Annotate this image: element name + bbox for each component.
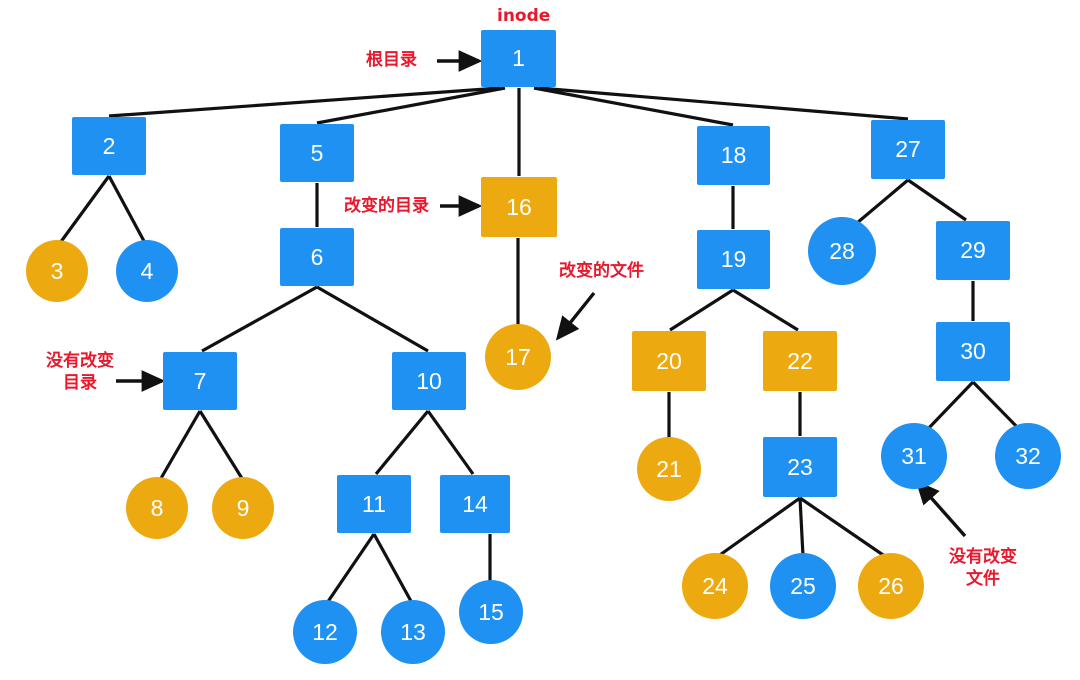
inode-node-25[interactable]: 25: [770, 553, 836, 619]
tree-edge-10-14: [426, 410, 475, 475]
tree-edge-30-32: [971, 380, 1024, 434]
tree-edge-6-7: [201, 285, 318, 353]
tree-edge-30-31: [923, 380, 975, 434]
inode-node-2[interactable]: 2: [72, 117, 146, 175]
inode-node-7[interactable]: 7: [163, 352, 237, 410]
inode-node-1[interactable]: 1: [481, 30, 556, 87]
inode-node-15[interactable]: 15: [459, 580, 523, 644]
inode-node-28[interactable]: 28: [808, 217, 876, 285]
inode-node-10[interactable]: 10: [392, 352, 466, 410]
inode-node-29[interactable]: 29: [936, 221, 1010, 280]
tree-edge-19-20: [669, 288, 734, 332]
inode-node-8[interactable]: 8: [126, 477, 188, 539]
inode-node-32[interactable]: 32: [995, 423, 1061, 489]
tree-edge-11-12: [325, 533, 376, 604]
tree-edge-7-8: [158, 410, 202, 481]
tree-edge-27-29: [907, 178, 967, 222]
tree-edge-1-5: [316, 86, 506, 125]
annotation-unchanged-file: 没有改变 文件: [949, 547, 1017, 589]
inode-node-4[interactable]: 4: [116, 240, 178, 302]
inode-node-24[interactable]: 24: [682, 553, 748, 619]
tree-edge-23-26: [799, 496, 887, 559]
inode-node-6[interactable]: 6: [280, 228, 354, 286]
tree-edge-1-2: [108, 86, 501, 118]
inode-node-12[interactable]: 12: [293, 600, 357, 664]
inode-node-17[interactable]: 17: [485, 324, 551, 390]
tree-edge-27-28: [849, 178, 910, 230]
annotation-unchanged-directory: 没有改变 目录: [46, 351, 114, 393]
inode-node-30[interactable]: 30: [936, 322, 1010, 381]
tree-edge-1-27: [538, 86, 909, 121]
inode-node-9[interactable]: 9: [212, 477, 274, 539]
annotation-title-inode: inode: [497, 6, 551, 26]
tree-edge-6-10: [316, 285, 429, 353]
tree-edge-11-13: [372, 533, 414, 604]
tree-edge-19-22: [732, 288, 799, 332]
inode-node-20[interactable]: 20: [632, 331, 706, 391]
inode-node-16[interactable]: 16: [481, 177, 557, 237]
inode-node-14[interactable]: 14: [440, 475, 510, 533]
inode-node-31[interactable]: 31: [881, 423, 947, 489]
inode-node-3[interactable]: 3: [26, 240, 88, 302]
inode-node-11[interactable]: 11: [337, 475, 411, 533]
tree-edge-7-9: [198, 410, 245, 481]
inode-node-27[interactable]: 27: [871, 120, 945, 179]
tree-edge-10-11: [374, 409, 430, 476]
annotation-changed-file: 改变的文件: [559, 261, 644, 281]
tree-edge-2-4: [107, 175, 147, 244]
annotation-root-directory: 根目录: [366, 50, 417, 70]
inode-node-19[interactable]: 19: [697, 230, 770, 289]
tree-edge-2-3: [58, 175, 111, 244]
inode-node-21[interactable]: 21: [637, 437, 701, 501]
tree-edge-1-18: [533, 86, 734, 127]
inode-node-13[interactable]: 13: [381, 600, 445, 664]
annotation-changed-directory: 改变的目录: [344, 196, 429, 216]
callout-arrow-changed-file: [555, 291, 596, 341]
inode-node-18[interactable]: 18: [697, 126, 770, 185]
inode-node-22[interactable]: 22: [763, 331, 837, 391]
inode-node-26[interactable]: 26: [858, 553, 924, 619]
tree-edge-23-25: [798, 497, 805, 557]
tree-edges: [58, 86, 1024, 604]
callout-arrow-unchanged-file: [915, 480, 967, 538]
inode-node-23[interactable]: 23: [763, 437, 837, 497]
inode-node-5[interactable]: 5: [280, 124, 354, 182]
tree-edge-23-24: [716, 496, 801, 559]
callout-arrows: [116, 50, 967, 538]
